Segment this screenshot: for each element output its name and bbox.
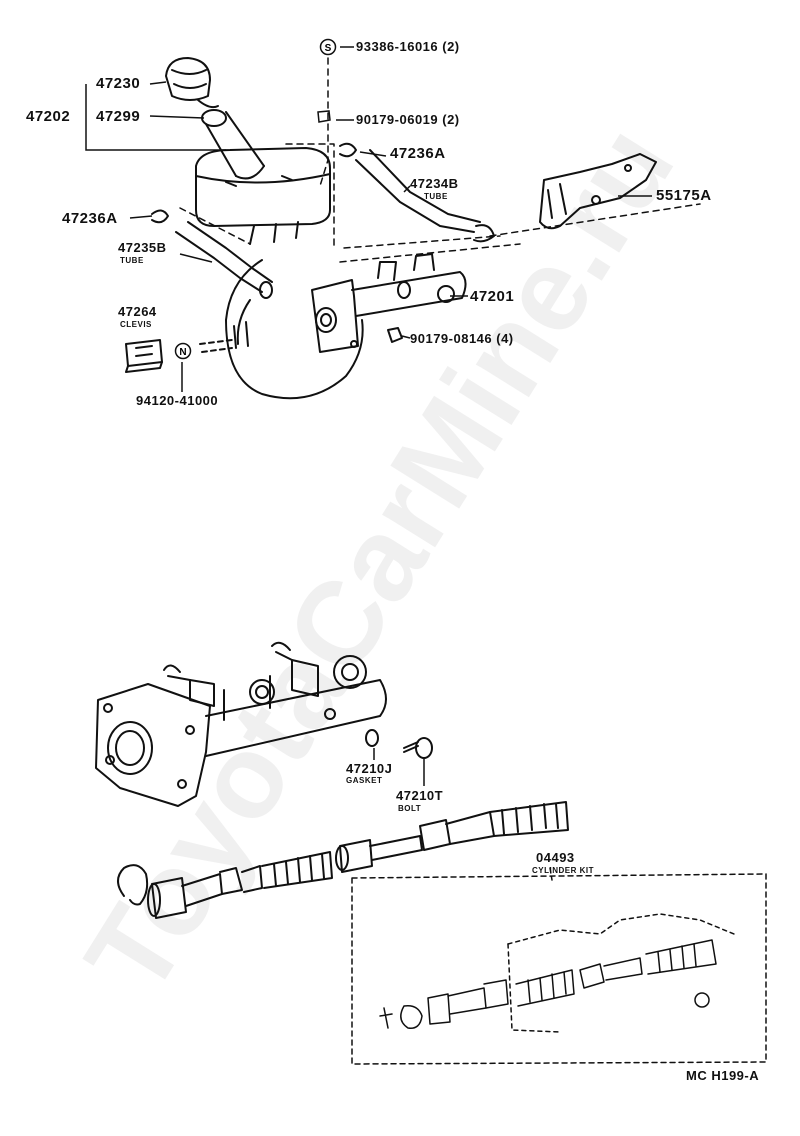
part-47264: 47264 xyxy=(118,304,157,319)
part-55175a: 55175A xyxy=(656,187,712,204)
svg-text:N: N xyxy=(179,347,186,358)
part-04493-desc: CYLINDER KIT xyxy=(532,866,594,875)
gasket-47210j xyxy=(365,729,379,747)
inlet-tube xyxy=(197,99,265,180)
hose-clip-right xyxy=(339,142,357,158)
part-47210t: 47210T xyxy=(396,788,444,803)
master-cylinder-top xyxy=(311,253,467,353)
primary-piston xyxy=(147,851,333,919)
nut-90179-08146 xyxy=(387,327,403,343)
part-47202: 47202 xyxy=(26,108,71,125)
clevis-47264 xyxy=(125,339,163,373)
svg-text:S: S xyxy=(325,43,332,54)
tube-47235b xyxy=(175,221,273,299)
part-04493: 04493 xyxy=(536,850,575,865)
part-47299: 47299 xyxy=(96,108,141,125)
part-94120-41000: 94120-41000 xyxy=(136,393,219,408)
part-90179-08146: 90179-08146 (4) xyxy=(410,331,514,346)
part-47230: 47230 xyxy=(96,75,141,92)
cylinder-kit-box xyxy=(351,867,767,1065)
n-mark-icon: N xyxy=(174,342,192,360)
nut-90179-06019-icon xyxy=(317,110,331,123)
cylinder-kit-parts xyxy=(379,913,735,1033)
part-47201: 47201 xyxy=(470,288,515,305)
part-47264-desc: CLEVIS xyxy=(120,320,152,329)
part-47235b: 47235B xyxy=(118,240,167,255)
reservoir-tank xyxy=(195,147,331,245)
hose-clip-left xyxy=(151,209,169,224)
label-leaders xyxy=(85,46,652,786)
part-47234b-desc: TUBE xyxy=(424,192,448,201)
part-47210j-desc: GASKET xyxy=(346,776,383,785)
part-47234b: 47234B xyxy=(410,176,459,191)
part-90179-06019: 90179-06019 (2) xyxy=(356,112,460,127)
part-47236a-right: 47236A xyxy=(390,145,446,162)
snap-ring xyxy=(117,864,149,906)
bolt-47210t xyxy=(403,737,433,759)
part-47210j: 47210J xyxy=(346,761,393,776)
part-93386-16016: 93386-16016 (2) xyxy=(356,39,460,54)
leader-lines-top xyxy=(179,57,701,263)
part-47235b-desc: TUBE xyxy=(120,256,144,265)
drawing-code: MC H199-A xyxy=(686,1068,760,1083)
part-47236a-left: 47236A xyxy=(62,210,118,227)
secondary-piston xyxy=(335,801,569,873)
s-mark-icon: S xyxy=(319,38,337,56)
tube-47234b xyxy=(355,149,495,243)
bracket-55175a xyxy=(539,153,657,230)
master-cylinder-body xyxy=(95,641,387,807)
reservoir-cap xyxy=(165,57,211,101)
part-47210t-desc: BOLT xyxy=(398,804,422,813)
brake-booster xyxy=(199,259,364,400)
